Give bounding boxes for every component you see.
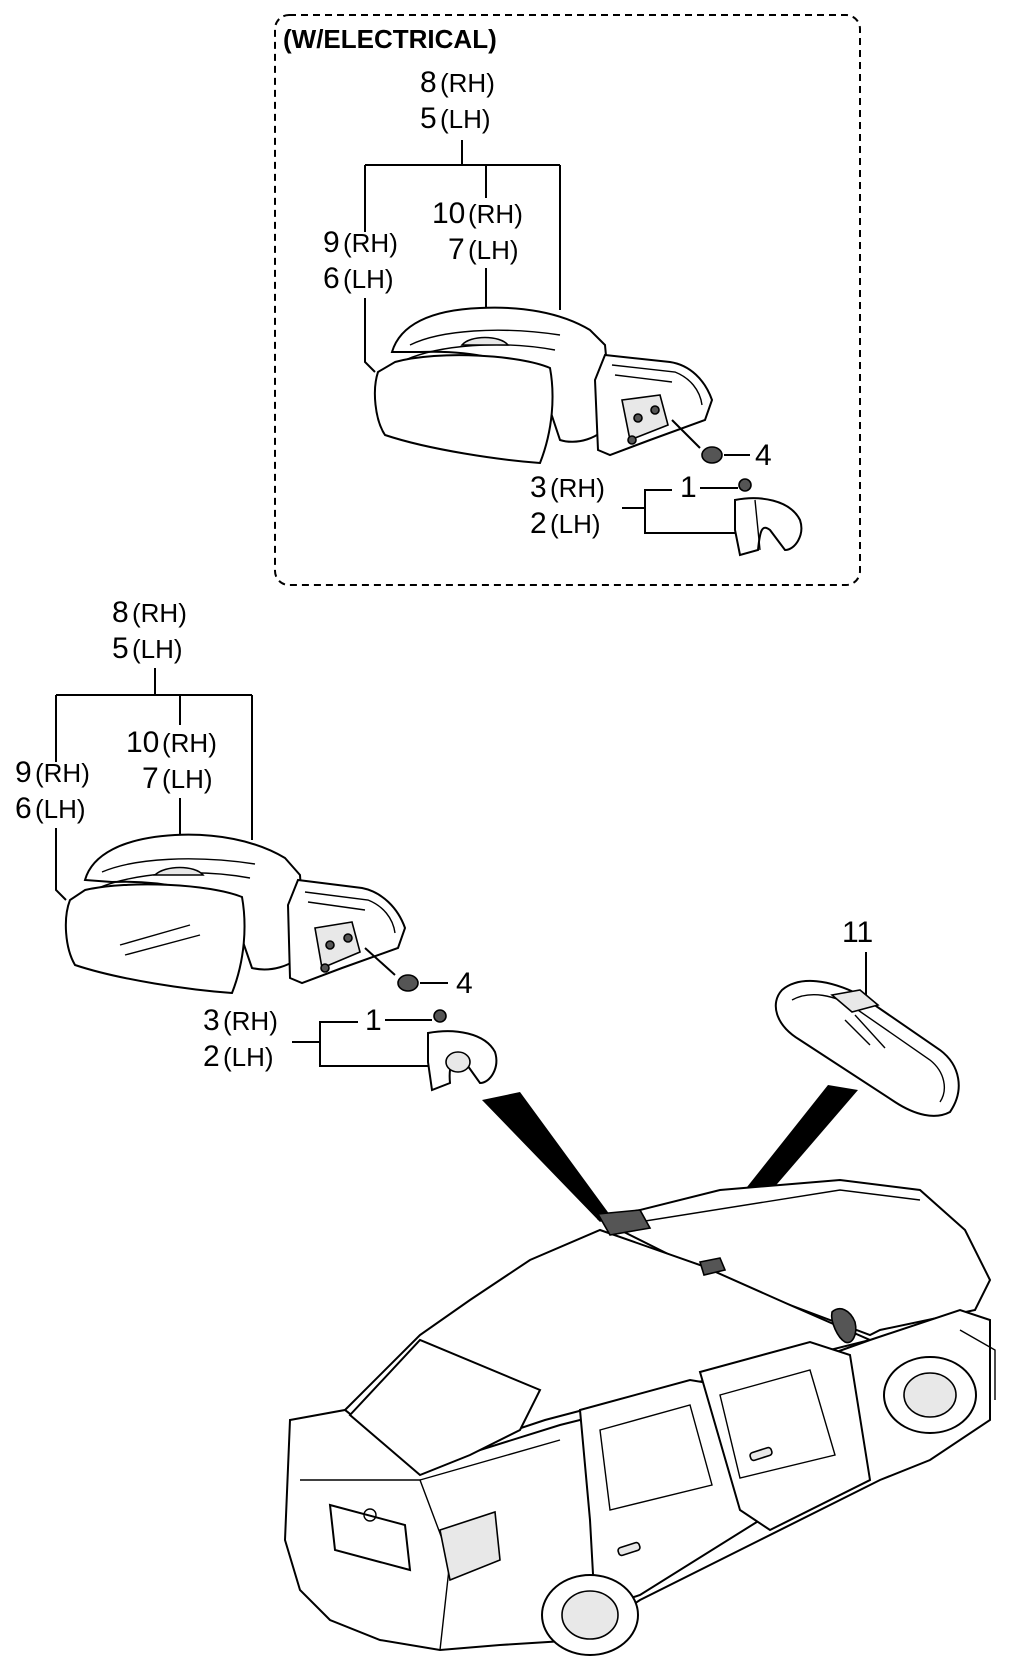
callout-8-suffix: (RH) [440,68,495,98]
callout-9-manual-suffix: (RH) [35,758,90,788]
mirror-cover-electrical [734,497,803,557]
callout-8-manual: 8 [112,596,129,629]
callout-7: 7 [448,233,465,266]
leader-lines-cover-manual [292,1019,432,1067]
callout-6-manual: 6 [15,792,32,825]
callout-4-manual: 4 [456,967,473,1000]
callout-3: 3 [530,471,547,504]
part-1-screw-manual [433,1009,447,1023]
callout-3-manual-suffix: (RH) [223,1006,278,1036]
callout-6: 6 [323,262,340,295]
callout-2-manual: 2 [203,1040,220,1073]
callout-1-manual: 1 [365,1004,382,1037]
inside-mirror-group: 11 [774,916,960,1117]
part-4-nut-electrical: 4 [701,439,772,472]
callout-9: 9 [323,226,340,259]
callout-7-manual-suffix: (LH) [162,764,213,794]
callout-10: 10 [432,197,465,230]
callout-3-manual: 3 [203,1004,220,1037]
leader-lines-cover-electrical [622,487,738,534]
callout-5-manual: 5 [112,632,129,665]
part-4-nut-manual: 4 [397,967,473,1000]
mirror-assembly-manual [64,833,407,995]
callout-9-suffix: (RH) [343,228,398,258]
inside-mirror-mount [830,989,880,1013]
vehicle-body [283,1178,996,1656]
inside-mirror-location [596,1209,652,1236]
callout-8: 8 [420,66,437,99]
callout-10-manual-suffix: (RH) [162,728,217,758]
callout-7-suffix: (LH) [468,235,519,265]
callout-10-suffix: (RH) [468,199,523,229]
callout-5: 5 [420,102,437,135]
mirror-assembly-electrical [373,306,714,465]
mirror-glass-electrical [373,354,554,465]
license-plate [328,1503,412,1572]
leader-lines-top [364,140,561,373]
manual-variant-group: 8 (RH) 5 (LH) 10 (RH) 7 (LH) 9 (RH) 6 (L… [15,596,498,1092]
callout-1: 1 [680,471,697,504]
callout-7-manual: 7 [142,762,159,795]
callout-8-manual-suffix: (RH) [132,598,187,628]
callout-11: 11 [842,916,873,949]
inside-mirror [774,979,960,1117]
side-mirror-location [830,1308,857,1344]
callout-3-suffix: (RH) [550,473,605,503]
callout-10-manual: 10 [126,726,159,759]
mirror-cover-manual [427,1030,498,1092]
callout-5-manual-suffix: (LH) [132,634,183,664]
callout-4: 4 [755,439,772,472]
electrical-variant-group: (W/ELECTRICAL) 8 (RH) 5 (LH) 10 (RH) 7 (… [274,14,861,586]
part-1-screw-electrical [738,478,752,492]
callout-2-manual-suffix: (LH) [223,1042,274,1072]
callout-6-manual-suffix: (LH) [35,794,86,824]
callout-2-suffix: (LH) [550,509,601,539]
callout-2: 2 [530,507,547,540]
callout-5-suffix: (LH) [440,104,491,134]
callout-6-suffix: (LH) [343,264,394,294]
mirror-glass-manual [64,883,246,995]
electrical-variant-frame [274,14,861,586]
electrical-variant-title: (W/ELECTRICAL) [283,24,497,54]
callout-9-manual: 9 [15,756,32,789]
